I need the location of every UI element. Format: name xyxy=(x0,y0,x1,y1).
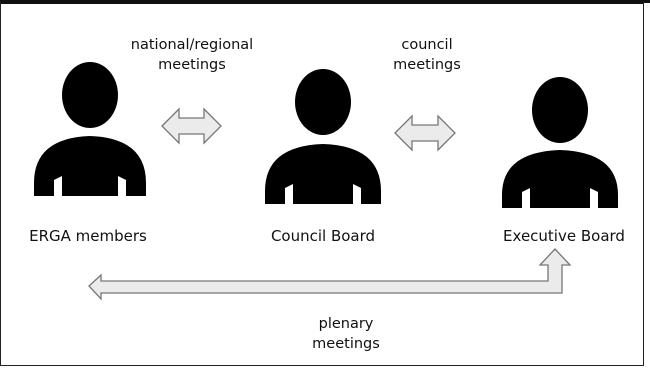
edge-label-council: council meetings xyxy=(372,35,482,75)
person-icon-erga xyxy=(34,62,146,196)
edge-label-national: national/regional meetings xyxy=(112,35,272,75)
edge-label-national-line1: national/regional xyxy=(130,37,254,53)
node-label-council: Council Board xyxy=(270,227,376,245)
plenary-arrow xyxy=(88,248,572,301)
double-arrow-icon-2 xyxy=(394,114,456,152)
edge-label-council-line2: meetings xyxy=(393,57,461,73)
edge-label-plenary: plenary meetings xyxy=(296,314,396,354)
double-arrow-icon-1 xyxy=(161,107,222,145)
node-label-executive: Executive Board xyxy=(503,227,625,245)
node-label-erga: ERGA members xyxy=(29,227,147,245)
edge-label-national-line2: meetings xyxy=(158,57,226,73)
edge-label-plenary-line1: plenary xyxy=(318,316,374,332)
person-icon-council xyxy=(265,69,381,204)
person-icon-executive xyxy=(502,77,618,208)
edge-label-council-line1: council xyxy=(401,37,453,53)
edge-label-plenary-line2: meetings xyxy=(312,336,380,352)
